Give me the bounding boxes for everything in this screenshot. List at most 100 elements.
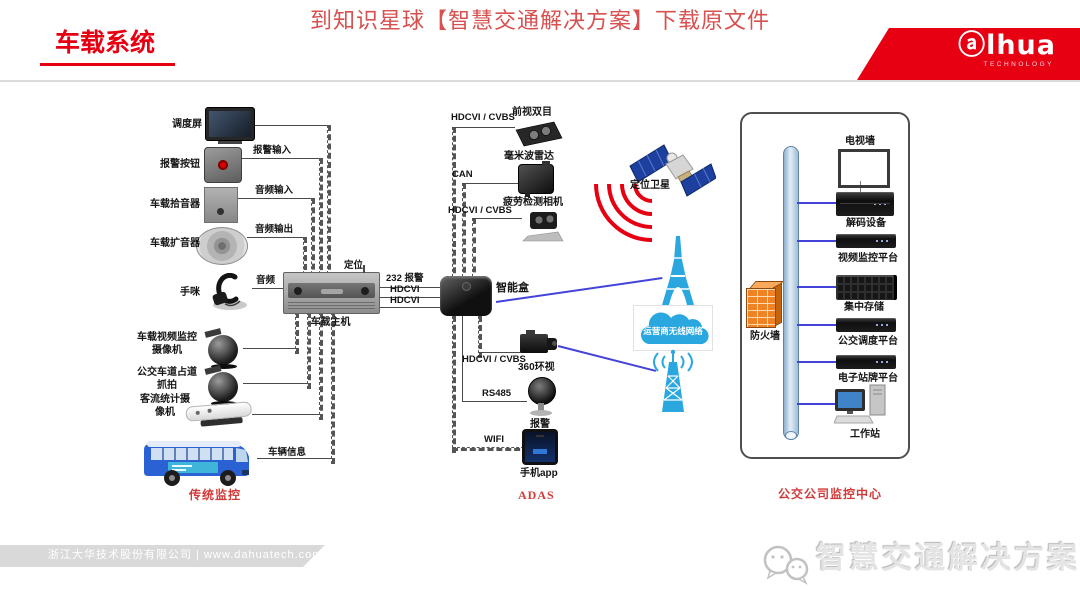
device-label: 车载扩音器 [150, 238, 200, 249]
device-label: 报警按钮 [160, 159, 200, 170]
gps-antenna-icon [363, 265, 365, 273]
passenger-camera-icon [185, 399, 253, 431]
wire [452, 127, 515, 128]
link-label: WIFI [484, 434, 505, 445]
satellite-icon [629, 144, 716, 197]
device-label: 定位卫星 [630, 180, 670, 191]
device-label: 车载视频监控摄像机 [137, 332, 197, 356]
wireless-cloud-icon [640, 312, 709, 345]
phone-app-icon [522, 429, 558, 465]
device-label: 电子站牌平台 [838, 373, 898, 384]
section-label-adas: ADAS [518, 488, 555, 502]
wire [327, 125, 331, 279]
panel-link [797, 361, 836, 363]
device-label: 毫米波雷达 [504, 151, 554, 162]
wire [378, 287, 440, 288]
wire [462, 183, 466, 282]
radio-tower-icon [653, 349, 693, 412]
loudspeaker-icon [196, 227, 248, 265]
dahua-logo-subtext: TECHNOLOGY [983, 61, 1054, 68]
device-label: 智能盒 [496, 282, 529, 294]
wire [378, 307, 440, 308]
download-banner: 到知识星球【智慧交通解决方案】下载原文件 [309, 8, 770, 33]
wire [252, 414, 319, 415]
wire [311, 198, 315, 279]
link-label: 232 报警 [386, 273, 424, 284]
device-label: 公交车道占道抓拍 [137, 367, 197, 391]
wire [462, 401, 527, 402]
surround-view-camera-icon [520, 330, 558, 358]
section-label-monitor-center: 公交公司监控中心 [778, 487, 883, 501]
device-label: 公交调度平台 [838, 336, 898, 347]
bus-dispatch-platform-icon [836, 318, 896, 332]
wire [472, 218, 522, 219]
device-label: 360环视 [518, 362, 555, 373]
workstation-icon [834, 384, 886, 424]
wire [247, 237, 303, 238]
section-label-traditional: 传统监控 [189, 488, 242, 502]
link-label: HDCVI / CVBS [448, 205, 512, 216]
decoder-device-icon [836, 192, 894, 216]
wire [243, 348, 295, 349]
watermark-title: 智慧交通解决方案 [816, 542, 1080, 575]
wechat-icon [763, 545, 809, 585]
device-label: 解码设备 [846, 218, 886, 229]
signal-tower-icon [662, 236, 694, 305]
panel-link [797, 403, 836, 405]
firewall-icon [746, 280, 784, 328]
port-label: 报警输入 [253, 145, 292, 156]
port-label: 音频 [256, 275, 276, 286]
link-label: HDCVI [390, 284, 420, 295]
wire [252, 288, 283, 289]
bus-icon [144, 441, 249, 486]
device-label: 手机app [520, 468, 558, 479]
wire [236, 198, 311, 199]
device-label: 车载主机 [310, 317, 351, 328]
device-label: 集中存储 [844, 302, 884, 313]
panel-link [797, 286, 836, 288]
vehicle-host-device [283, 265, 380, 314]
network-backbone [783, 146, 799, 440]
wire [462, 183, 520, 184]
page-title: 车载系统 [55, 29, 156, 57]
wire [319, 158, 323, 279]
device-label: 手咪 [180, 287, 200, 298]
device-label: 客流统计摄像机 [140, 394, 190, 418]
fatigue-camera-icon [522, 212, 564, 242]
wire [478, 352, 523, 353]
tv-wall-icon [838, 149, 890, 188]
port-label: 车辆信息 [268, 447, 307, 458]
port-label: 音频输出 [255, 224, 294, 235]
wire [472, 218, 476, 282]
dahua-logo-text: ⓐlhua [958, 30, 1056, 61]
cloud-label: 运营商无线网络 [643, 326, 703, 336]
device-label: 前视双目 [512, 107, 552, 118]
hand-mic-icon [212, 273, 247, 310]
alarm-device-icon [526, 376, 556, 418]
radar-icon [518, 161, 554, 197]
device-label: 防火墙 [750, 331, 780, 342]
dahua-logo: ⓐlhua TECHNOLOGY [857, 28, 1080, 80]
link-label: HDCVI [390, 295, 420, 306]
wire [452, 447, 529, 451]
link-label: CAN [452, 169, 473, 180]
panel-link [797, 202, 836, 204]
wire [252, 125, 327, 126]
device-label: 电视墙 [845, 136, 875, 147]
wire [478, 316, 482, 358]
storage-icon [836, 275, 894, 300]
link-label: HDCVI / CVBS [451, 112, 515, 123]
port-label: 音频输入 [255, 185, 294, 196]
panel-link [797, 324, 836, 326]
device-label: 工作站 [850, 429, 880, 440]
wire [331, 312, 335, 464]
pickup-mic-icon [204, 187, 238, 223]
wire [452, 316, 456, 453]
port-label: 定位 [344, 260, 364, 271]
wire [257, 458, 331, 459]
front-dual-camera-icon [515, 121, 563, 147]
wire [378, 297, 440, 298]
device-label: 视频监控平台 [838, 253, 898, 264]
video-platform-icon [836, 234, 896, 248]
panel-link [797, 240, 836, 242]
